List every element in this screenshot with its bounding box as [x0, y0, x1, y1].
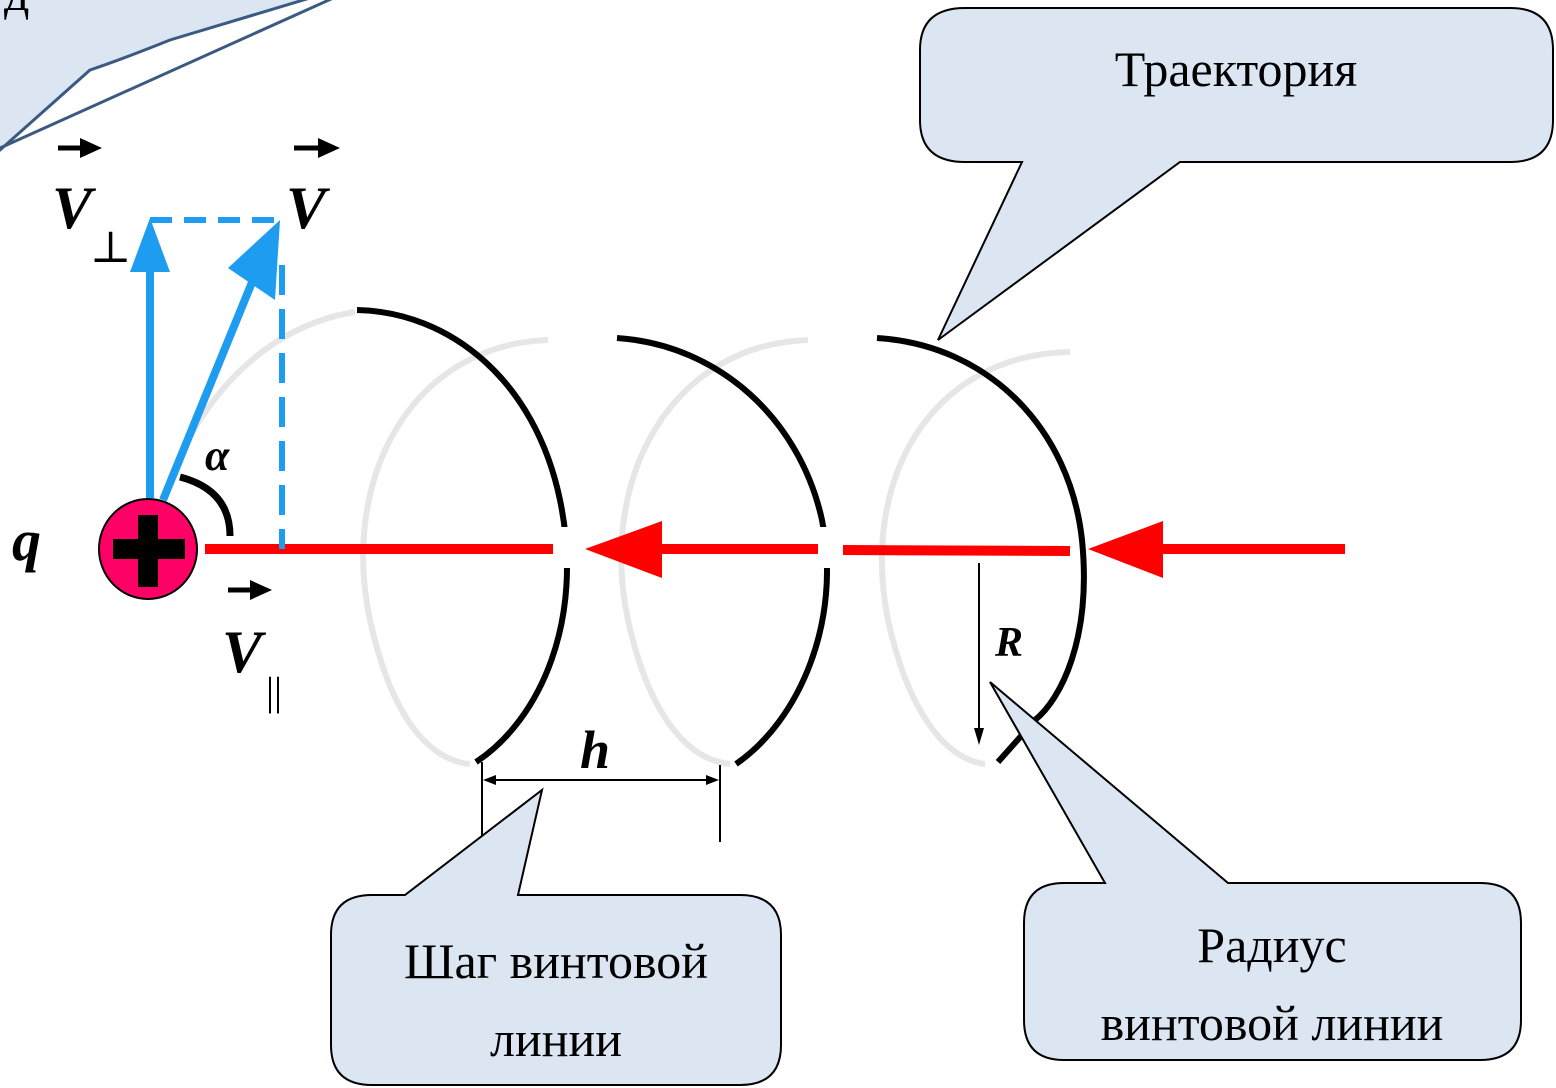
- callout-top-left: д: [0, 0, 333, 152]
- callout-pitch-line1: Шаг винтовой: [404, 933, 708, 989]
- v-par-overarrow-icon: [250, 580, 272, 600]
- trajectory-back-arc-3: [878, 349, 1071, 767]
- callout-radius: Радиус винтовой линии: [989, 681, 1522, 1061]
- trajectory-back-arc-2: [618, 337, 809, 767]
- pitch-dimension: h: [481, 720, 721, 842]
- v-perp-label: V: [52, 175, 97, 241]
- v-perp-subscript: ⊥: [90, 223, 131, 272]
- callout-trajectory-shape: [919, 7, 1554, 341]
- radius-label: R: [994, 620, 1023, 666]
- charge: [98, 498, 198, 600]
- callout-top-left-shape: [0, 0, 309, 152]
- trajectory-back-arc-0: [155, 309, 356, 521]
- callout-trajectory: Траектория: [919, 7, 1554, 341]
- pitch-label: h: [580, 720, 610, 780]
- angle-label: α: [205, 431, 230, 480]
- trajectory-back-arcs: [155, 309, 1071, 767]
- trajectory-front-arc-2: [616, 335, 831, 767]
- v-overarrow-icon: [318, 138, 340, 158]
- v-vector: [159, 273, 259, 502]
- callout-top-left-text: д: [4, 0, 29, 21]
- trajectory-front-arc-3-tail: [995, 733, 1025, 764]
- charge-plus-icon-v: [138, 515, 158, 587]
- v-par-subscript: ||: [266, 669, 282, 714]
- trajectory-front-arcs: [356, 307, 1087, 767]
- callout-trajectory-text: Траектория: [1115, 41, 1358, 97]
- callout-pitch-line2: линии: [490, 1011, 622, 1067]
- radius-indicator: R: [974, 563, 1023, 745]
- field-arrow-right-icon: [1088, 521, 1163, 578]
- field-arrow-left-icon: [585, 521, 662, 578]
- callout-pitch: Шаг винтовой линии: [330, 787, 782, 1086]
- vector-labels: V ⊥ V V || q: [12, 138, 340, 714]
- magnetic-field-line: [205, 521, 1345, 578]
- trajectory-back-arc-1: [360, 337, 549, 767]
- callout-radius-shape: [989, 681, 1522, 1061]
- v-par-label: V: [222, 619, 267, 685]
- v-perp-overarrow-icon: [80, 138, 102, 158]
- callout-pitch-shape: [330, 787, 782, 1086]
- angle-arc: [179, 473, 234, 537]
- callout-radius-line1: Радиус: [1197, 917, 1346, 973]
- callout-radius-line2: винтовой линии: [1101, 995, 1444, 1051]
- charge-label: q: [12, 508, 41, 573]
- trajectory-front-arc-3: [876, 335, 1087, 723]
- trajectory-front-arc-1: [356, 307, 570, 765]
- velocity-vectors: α: [130, 217, 285, 549]
- v-arrowhead-icon: [228, 220, 280, 300]
- v-label: V: [286, 175, 331, 241]
- v-perp-arrowhead-icon: [130, 218, 170, 272]
